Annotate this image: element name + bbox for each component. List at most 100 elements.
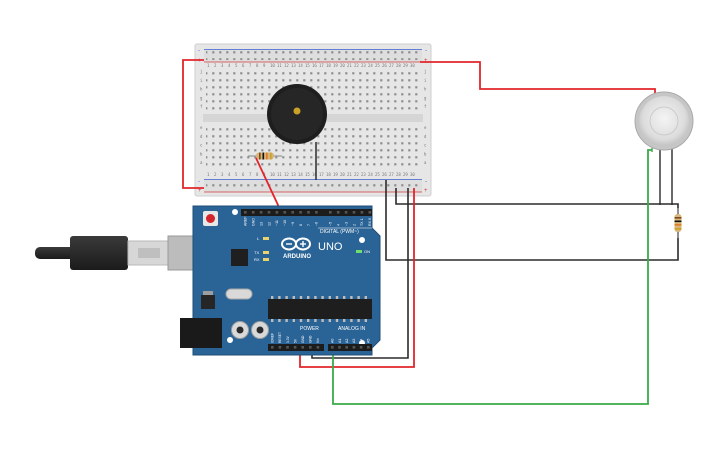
header-pin[interactable] [267, 211, 271, 214]
chip-pin [364, 319, 367, 322]
row-letter: c [200, 143, 203, 148]
header-pin[interactable] [271, 346, 274, 349]
power-pin-label: IOREF [271, 333, 275, 343]
header-pin[interactable] [352, 346, 356, 349]
column-number: 22 [354, 63, 359, 68]
mount-hole [232, 209, 238, 215]
row-letter: d [200, 134, 203, 139]
chip-pin [285, 296, 288, 299]
row-letter: j [424, 69, 426, 74]
header-pin[interactable] [299, 211, 302, 214]
header-pin[interactable] [309, 346, 312, 349]
header-pin[interactable] [307, 211, 310, 214]
digital-pin-label: ~3 [344, 222, 348, 226]
column-number: 14 [298, 63, 303, 68]
column-number: 3 [221, 172, 224, 177]
row-letter: e [200, 125, 203, 130]
chip-pin [307, 296, 310, 299]
rail-minus-bottom-left: - [198, 179, 200, 185]
chip-pin [343, 319, 346, 322]
rail-plus-top-left: + [198, 58, 202, 64]
column-number: 16 [312, 172, 317, 177]
column-number: 23 [361, 172, 366, 177]
header-pin[interactable] [352, 211, 356, 214]
power-pin-label: 3.3V [286, 335, 290, 343]
header-pin[interactable] [316, 346, 320, 349]
row-letter: h [200, 87, 203, 92]
chip-pin [314, 319, 317, 322]
column-number: 22 [354, 172, 359, 177]
column-number: 19 [333, 63, 338, 68]
header-pin[interactable] [278, 346, 282, 349]
regulator [201, 295, 215, 309]
chip-pin [328, 319, 331, 322]
chip-pin [271, 319, 274, 322]
header-pin[interactable] [275, 211, 279, 214]
column-number: 26 [382, 172, 387, 177]
header-pin[interactable] [329, 211, 332, 214]
header-pin[interactable] [336, 211, 340, 214]
chip-pin [350, 319, 353, 322]
led-tx-label: TX [254, 250, 259, 255]
wire-black-rail-to-resistor [395, 188, 679, 214]
row-letter: f [200, 104, 203, 109]
column-number: 9 [263, 63, 266, 68]
column-number: 7 [249, 63, 252, 68]
column-number: 4 [228, 172, 231, 177]
breadboard-column-numbers: 1122334455667788991010111112121313141415… [207, 63, 415, 177]
column-number: 19 [333, 172, 338, 177]
header-pin[interactable] [251, 211, 255, 214]
header-pin[interactable] [338, 346, 341, 349]
analog-pin-label: A3 [352, 339, 356, 343]
column-number: 14 [298, 172, 303, 177]
column-number: 8 [256, 63, 259, 68]
row-letter: g [200, 95, 203, 100]
header-pin[interactable] [291, 211, 294, 214]
header-pin[interactable] [293, 346, 297, 349]
digital-pin-label: 12 [267, 222, 271, 226]
row-letter: c [424, 143, 427, 148]
digital-pin-label: ~9 [291, 222, 295, 226]
header-pin[interactable] [315, 211, 318, 214]
header-pin[interactable] [367, 346, 370, 349]
digital-pin-label: 2 [352, 224, 356, 226]
header-pin[interactable] [301, 346, 304, 349]
wires [182, 59, 679, 405]
chip-pin [292, 296, 295, 299]
header-pin[interactable] [359, 346, 363, 349]
gas-sensor [634, 91, 694, 151]
column-number: 29 [403, 63, 408, 68]
header-pin[interactable] [368, 211, 372, 214]
rail-plus-bottom-right: + [424, 188, 428, 194]
column-number: 27 [389, 172, 394, 177]
column-number: 28 [396, 172, 401, 177]
led-rx-label: RX [254, 257, 260, 262]
header-pin[interactable] [331, 346, 334, 349]
header-pin[interactable] [344, 211, 348, 214]
header-pin[interactable] [259, 211, 263, 214]
buzzer-center [293, 107, 301, 115]
column-number: 5 [235, 63, 238, 68]
column-number: 10 [270, 172, 275, 177]
header-pin[interactable] [283, 211, 287, 214]
column-number: 30 [410, 63, 415, 68]
column-number: 18 [326, 172, 331, 177]
resistor-breadboard [248, 152, 282, 160]
chip-pin [335, 319, 339, 322]
row-letter: a [424, 160, 427, 165]
analog-header [328, 344, 372, 351]
header-pin[interactable] [345, 346, 348, 349]
digital-pin-label: 8 [299, 224, 303, 226]
header-pin[interactable] [244, 211, 247, 214]
analog-label: ANALOG IN [338, 326, 366, 332]
header-pin[interactable] [286, 346, 289, 349]
power-pin-label: RESET [278, 332, 282, 343]
chip-pins [271, 296, 367, 322]
header-pin[interactable] [360, 211, 364, 214]
column-number: 27 [389, 63, 394, 68]
chip-pin [335, 296, 339, 299]
chip-pin [364, 296, 367, 299]
analog-pin-label: A0 [331, 339, 335, 343]
